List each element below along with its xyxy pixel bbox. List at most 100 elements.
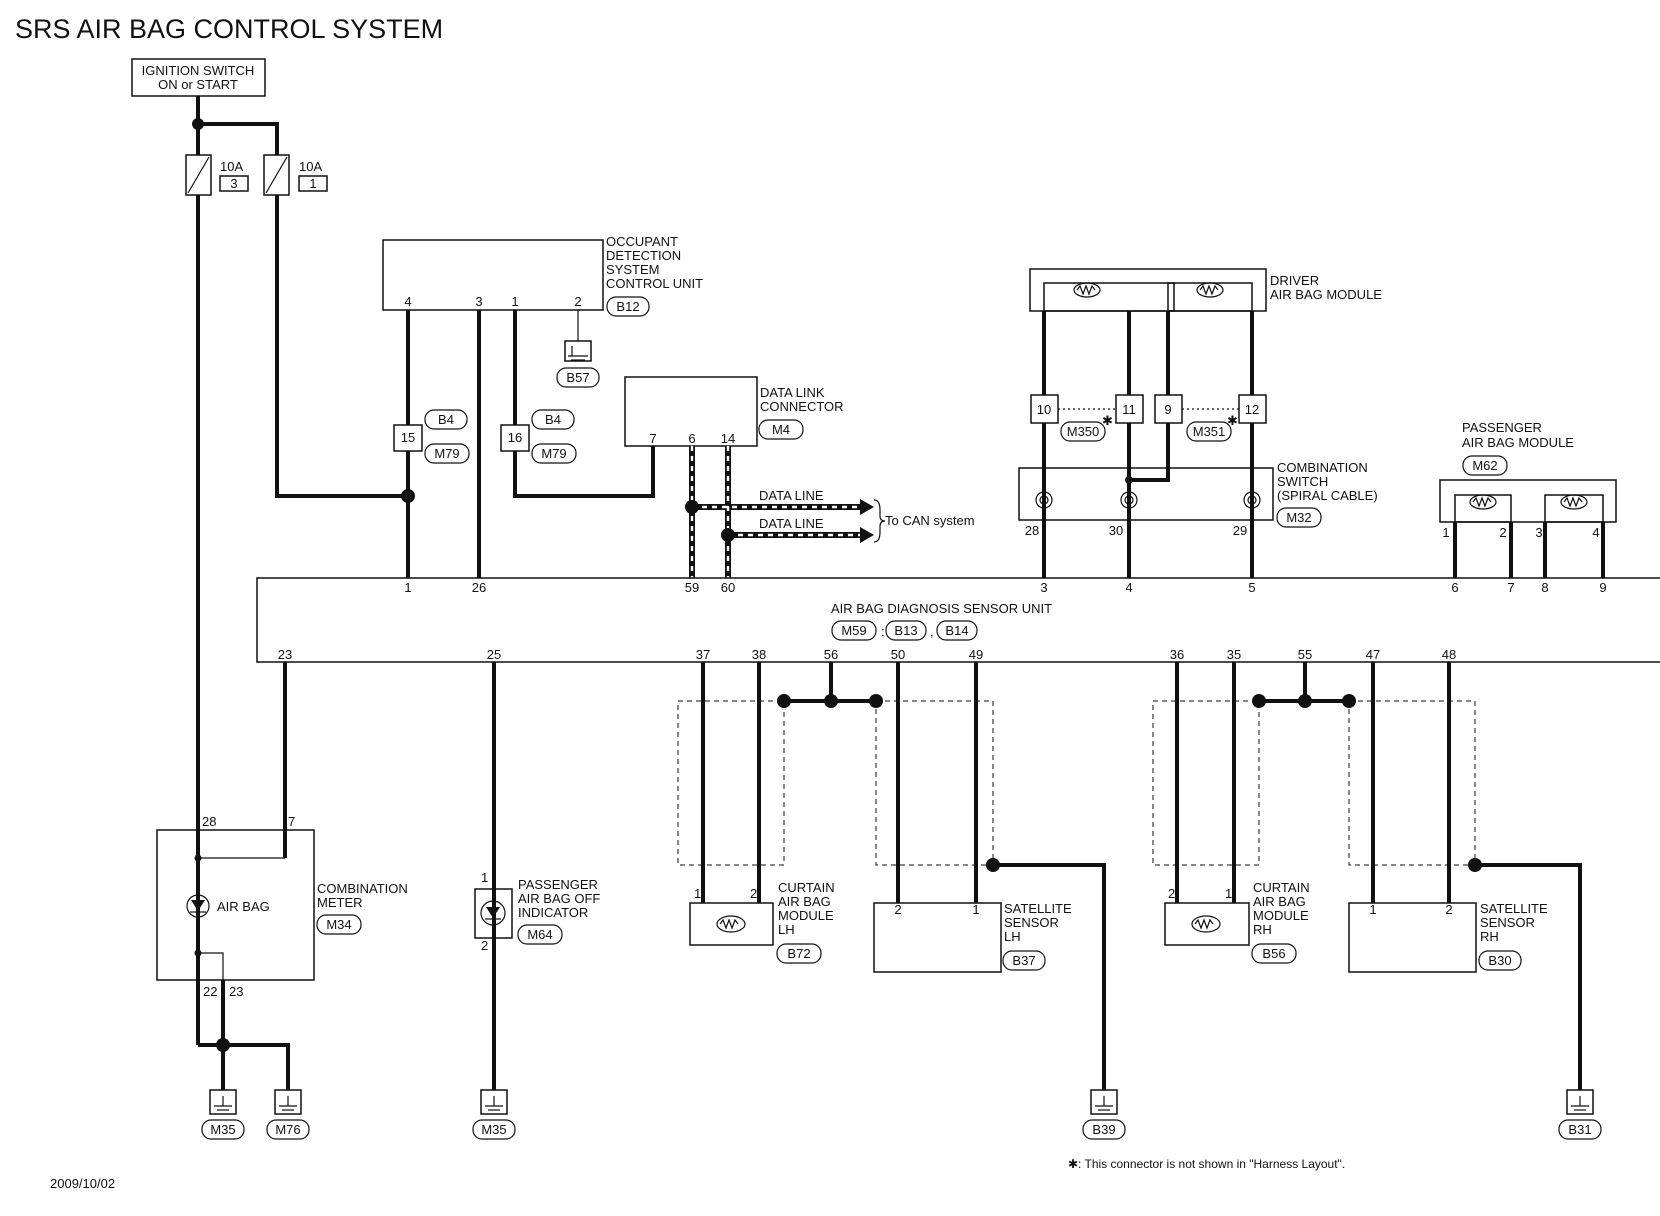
svg-text:B4: B4 xyxy=(545,412,561,427)
svg-text:1: 1 xyxy=(309,176,316,191)
svg-text:,: , xyxy=(930,624,934,639)
svg-text:COMBINATION: COMBINATION xyxy=(1277,460,1368,475)
ground-m76: M76 xyxy=(266,1089,310,1140)
svg-text:4: 4 xyxy=(1125,580,1132,595)
page-title: SRS AIR BAG CONTROL SYSTEM xyxy=(15,14,443,44)
combination-switch: COMBINATION SWITCH (SPIRAL CABLE) M32 28… xyxy=(1018,460,1378,538)
svg-text:ON or START: ON or START xyxy=(158,77,238,92)
svg-text:DRIVER: DRIVER xyxy=(1270,273,1319,288)
svg-text:AIR BAG DIAGNOSIS SENSOR UNIT: AIR BAG DIAGNOSIS SENSOR UNIT xyxy=(831,601,1052,616)
air-bag-diagnosis-sensor-unit: AIR BAG DIAGNOSIS SENSOR UNIT M59 : B13 … xyxy=(256,577,1660,663)
svg-text:48: 48 xyxy=(1442,647,1456,662)
svg-text:LH: LH xyxy=(1004,929,1021,944)
svg-text:DATA LINE: DATA LINE xyxy=(759,488,824,503)
svg-text:2: 2 xyxy=(574,294,581,309)
svg-text:MODULE: MODULE xyxy=(778,908,834,923)
svg-text:SENSOR: SENSOR xyxy=(1004,915,1059,930)
svg-text:COMBINATION: COMBINATION xyxy=(317,881,408,896)
svg-text:B56: B56 xyxy=(1262,946,1285,961)
ground-m35-left: M35 xyxy=(201,1089,245,1140)
svg-text:12: 12 xyxy=(1245,402,1259,417)
joint-connector-16: 16 B4 M79 xyxy=(500,409,577,464)
svg-text:2: 2 xyxy=(894,902,901,917)
svg-text:(SPIRAL CABLE): (SPIRAL CABLE) xyxy=(1277,488,1378,503)
svg-text:2: 2 xyxy=(481,938,488,953)
curtain-airbag-module-lh: 1 2 CURTAIN AIR BAG MODULE LH B72 xyxy=(689,880,835,964)
svg-text:22: 22 xyxy=(203,984,217,999)
svg-text:B72: B72 xyxy=(787,946,810,961)
svg-text:10A: 10A xyxy=(299,159,322,174)
svg-text:M76: M76 xyxy=(275,1122,300,1137)
svg-text:2: 2 xyxy=(750,886,757,901)
footnote: ✱: This connector is not shown in "Harne… xyxy=(1068,1157,1345,1171)
svg-text:23: 23 xyxy=(229,984,243,999)
svg-text:2: 2 xyxy=(1499,525,1506,540)
svg-text:To CAN system: To CAN system xyxy=(885,513,975,528)
svg-text:CURTAIN: CURTAIN xyxy=(1253,880,1310,895)
svg-text:B37: B37 xyxy=(1012,953,1035,968)
svg-text:1: 1 xyxy=(511,294,518,309)
svg-text:AIR BAG: AIR BAG xyxy=(1253,894,1306,909)
svg-text:B39: B39 xyxy=(1092,1122,1115,1137)
svg-text:28: 28 xyxy=(1025,523,1039,538)
svg-text:B12: B12 xyxy=(616,299,639,314)
occupant-detection-unit: OCCUPANT DETECTION SYSTEM CONTROL UNIT B… xyxy=(382,234,703,317)
svg-text:AIR BAG OFF: AIR BAG OFF xyxy=(518,891,600,906)
svg-text:M62: M62 xyxy=(1472,458,1497,473)
svg-text:LH: LH xyxy=(778,922,795,937)
svg-text:4: 4 xyxy=(404,294,411,309)
svg-text:9: 9 xyxy=(1599,580,1606,595)
meter-ground-wires xyxy=(198,980,290,1090)
ground-b39: B39 xyxy=(1082,1089,1126,1140)
svg-text:10A: 10A xyxy=(220,159,243,174)
svg-text:3: 3 xyxy=(1040,580,1047,595)
svg-text:1: 1 xyxy=(972,902,979,917)
svg-text:30: 30 xyxy=(1109,523,1123,538)
svg-text:SYSTEM: SYSTEM xyxy=(606,262,659,277)
svg-text:MODULE: MODULE xyxy=(1253,908,1309,923)
svg-text:29: 29 xyxy=(1233,523,1247,538)
svg-text:IGNITION SWITCH: IGNITION SWITCH xyxy=(142,63,255,78)
svg-text:M32: M32 xyxy=(1286,510,1311,525)
svg-text:M34: M34 xyxy=(326,917,351,932)
driver-airbag-wires xyxy=(1042,311,1254,578)
svg-text:37: 37 xyxy=(696,647,710,662)
svg-text:CONTROL UNIT: CONTROL UNIT xyxy=(606,276,703,291)
svg-text:2: 2 xyxy=(1445,902,1452,917)
svg-text:1: 1 xyxy=(1442,525,1449,540)
svg-text:OCCUPANT: OCCUPANT xyxy=(606,234,678,249)
passenger-airbag-off-indicator: 1 2 PASSENGER AIR BAG OFF INDICATOR M64 xyxy=(474,662,600,1090)
data-link-connector: DATA LINK CONNECTOR M4 7 6 14 xyxy=(624,376,844,447)
ground-m35-indicator: M35 xyxy=(472,1089,516,1140)
svg-text:7: 7 xyxy=(649,431,656,446)
svg-text:M64: M64 xyxy=(527,927,552,942)
fuse-1: 10A 1 xyxy=(263,154,328,196)
svg-text:AIR BAG MODULE: AIR BAG MODULE xyxy=(1270,287,1382,302)
svg-text:✱: ✱ xyxy=(1102,413,1113,428)
svg-text:49: 49 xyxy=(969,647,983,662)
svg-text:26: 26 xyxy=(472,580,486,595)
curtain-airbag-module-rh: 2 1 CURTAIN AIR BAG MODULE RH B56 xyxy=(1164,880,1310,964)
svg-text:47: 47 xyxy=(1366,647,1380,662)
svg-text:10: 10 xyxy=(1037,402,1051,417)
svg-text:28: 28 xyxy=(202,814,216,829)
svg-text:25: 25 xyxy=(487,647,501,662)
svg-text:AIR BAG: AIR BAG xyxy=(778,894,831,909)
svg-text:1: 1 xyxy=(1369,902,1376,917)
passenger-airbag-module: PASSENGER AIR BAG MODULE M62 1 2 3 4 xyxy=(1439,420,1617,540)
can-data-lines: DATA LINE DATA LINE To CAN system xyxy=(685,446,975,578)
svg-text:3: 3 xyxy=(475,294,482,309)
svg-text:8: 8 xyxy=(1541,580,1548,595)
svg-text:B14: B14 xyxy=(945,623,968,638)
svg-text:B13: B13 xyxy=(894,623,917,638)
svg-text:3: 3 xyxy=(230,176,237,191)
svg-text:23: 23 xyxy=(278,647,292,662)
svg-text:50: 50 xyxy=(891,647,905,662)
svg-text:SATELLITE: SATELLITE xyxy=(1004,901,1072,916)
ignition-switch: IGNITION SWITCH ON or START xyxy=(131,58,266,97)
svg-text:1: 1 xyxy=(694,886,701,901)
svg-text:36: 36 xyxy=(1170,647,1184,662)
fuse-3: 10A 3 xyxy=(185,154,249,196)
svg-text:56: 56 xyxy=(824,647,838,662)
